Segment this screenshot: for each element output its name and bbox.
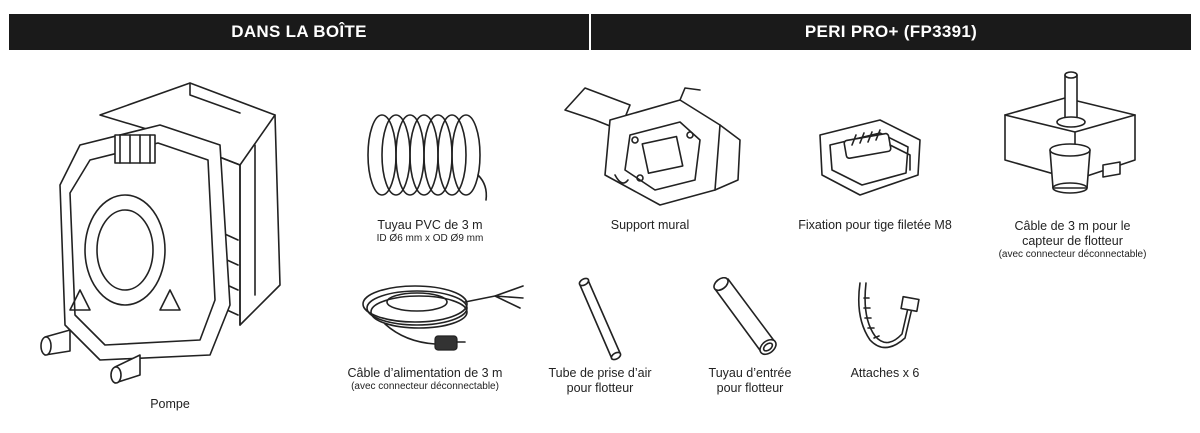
rod-clamp-icon xyxy=(810,115,930,200)
wall-bracket-caption: Support mural xyxy=(610,218,690,232)
power-cable-caption: Câble d’alimentation de 3 m (avec connec… xyxy=(347,366,503,392)
coiled-tube-icon xyxy=(360,105,495,205)
float-sensor-icon xyxy=(995,70,1145,205)
pump-icon xyxy=(40,75,300,385)
cable-tie-icon xyxy=(850,278,925,358)
section-title: DANS LA BOÎTE xyxy=(231,22,367,41)
ties-caption: Attaches x 6 xyxy=(850,366,920,380)
section-header-in-the-box: DANS LA BOÎTE xyxy=(9,14,589,50)
pvc-tube-caption: Tuyau PVC de 3 m ID Ø6 mm x OD Ø9 mm xyxy=(376,218,484,244)
power-cable-icon xyxy=(355,272,530,362)
rod-clamp-caption: Fixation pour tige filetée M8 xyxy=(798,218,952,232)
section-header-product: PERI PRO+ (FP3391) xyxy=(591,14,1191,50)
air-tube-icon xyxy=(575,275,625,365)
wall-bracket-icon xyxy=(550,80,750,210)
pump-caption: Pompe xyxy=(150,397,190,411)
air-tube-caption: Tube de prise d’air pour flotteur xyxy=(548,366,652,395)
product-title: PERI PRO+ (FP3391) xyxy=(804,22,978,41)
inlet-tube-caption: Tuyau d’entrée pour flotteur xyxy=(708,366,792,395)
inlet-tube-icon xyxy=(710,277,780,357)
float-cable-caption: Câble de 3 m pour le capteur de flotteur… xyxy=(998,219,1147,260)
